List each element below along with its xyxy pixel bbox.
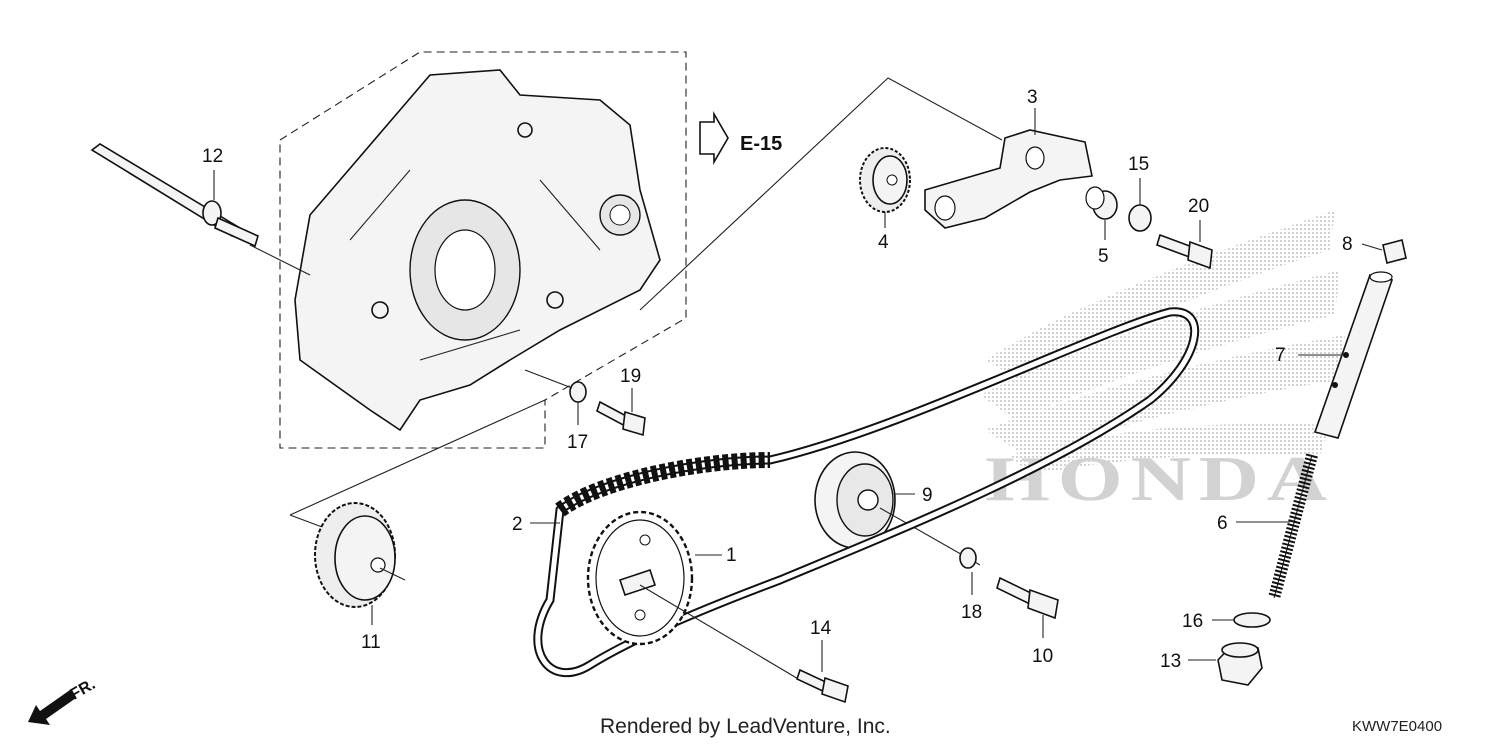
callout-1: 1	[726, 545, 737, 566]
sprocket-4	[859, 147, 911, 213]
washer-16	[1233, 612, 1271, 628]
tensioner-arm-3	[924, 129, 1093, 229]
callout-6: 6	[1217, 513, 1228, 534]
callout-3: 3	[1027, 87, 1038, 108]
sealing-bolt-13	[1217, 642, 1263, 686]
stud-bolt-12	[90, 143, 259, 248]
leader-crankcase-sprocket	[289, 399, 546, 516]
bolt-14	[796, 668, 849, 704]
washer-17	[569, 381, 587, 403]
honda-watermark-text: HONDA	[985, 443, 1335, 514]
callout-5: 5	[1098, 246, 1109, 267]
leader-1-bolt	[639, 584, 801, 681]
reference-label: E-15	[740, 133, 782, 155]
callout-4: 4	[878, 232, 889, 253]
callout-20: 20	[1188, 196, 1209, 217]
leader-crankcase-tensioner	[639, 77, 1003, 311]
spring-6	[1268, 453, 1318, 600]
leader-12-case	[249, 244, 311, 276]
callout-2: 2	[512, 514, 523, 535]
callout-11: 11	[361, 632, 381, 653]
callout-15: 15	[1128, 154, 1149, 175]
callout-8: 8	[1342, 234, 1353, 255]
diagram-code: KWW7E0400	[1352, 718, 1442, 735]
cap-8	[1382, 239, 1407, 264]
callout-13: 13	[1160, 651, 1181, 672]
reference-arrow-icon	[699, 111, 729, 165]
callout-10: 10	[1032, 646, 1053, 667]
callout-9: 9	[922, 485, 933, 506]
leader-8	[1361, 243, 1383, 251]
leader-11	[371, 567, 406, 625]
callout-18: 18	[961, 602, 982, 623]
honda-wing-watermark	[980, 210, 1345, 475]
crankcase	[294, 69, 661, 432]
callout-7: 7	[1275, 345, 1286, 366]
tensioner-rod-7	[1313, 271, 1394, 439]
callout-14: 14	[810, 618, 832, 639]
bolt-10	[996, 576, 1059, 620]
callout-19: 19	[620, 366, 641, 387]
washer-15	[1128, 204, 1152, 232]
cam-sprocket-1	[586, 510, 694, 646]
front-arrow-icon	[28, 690, 76, 725]
cam-chain-2	[533, 307, 1200, 678]
crankcase-frame	[279, 51, 687, 449]
callout-16: 16	[1182, 611, 1203, 632]
bolt-20	[1156, 233, 1213, 270]
callout-12: 12	[202, 146, 223, 167]
bolt-19	[596, 400, 646, 437]
collar-5	[1085, 186, 1118, 220]
guide-roller-9	[814, 451, 896, 549]
callout-17: 17	[567, 432, 588, 453]
washer-18	[959, 547, 977, 569]
sprocket-11	[314, 502, 396, 608]
leader-17-case	[524, 369, 573, 389]
credit-text: Rendered by LeadVenture, Inc.	[600, 715, 891, 738]
